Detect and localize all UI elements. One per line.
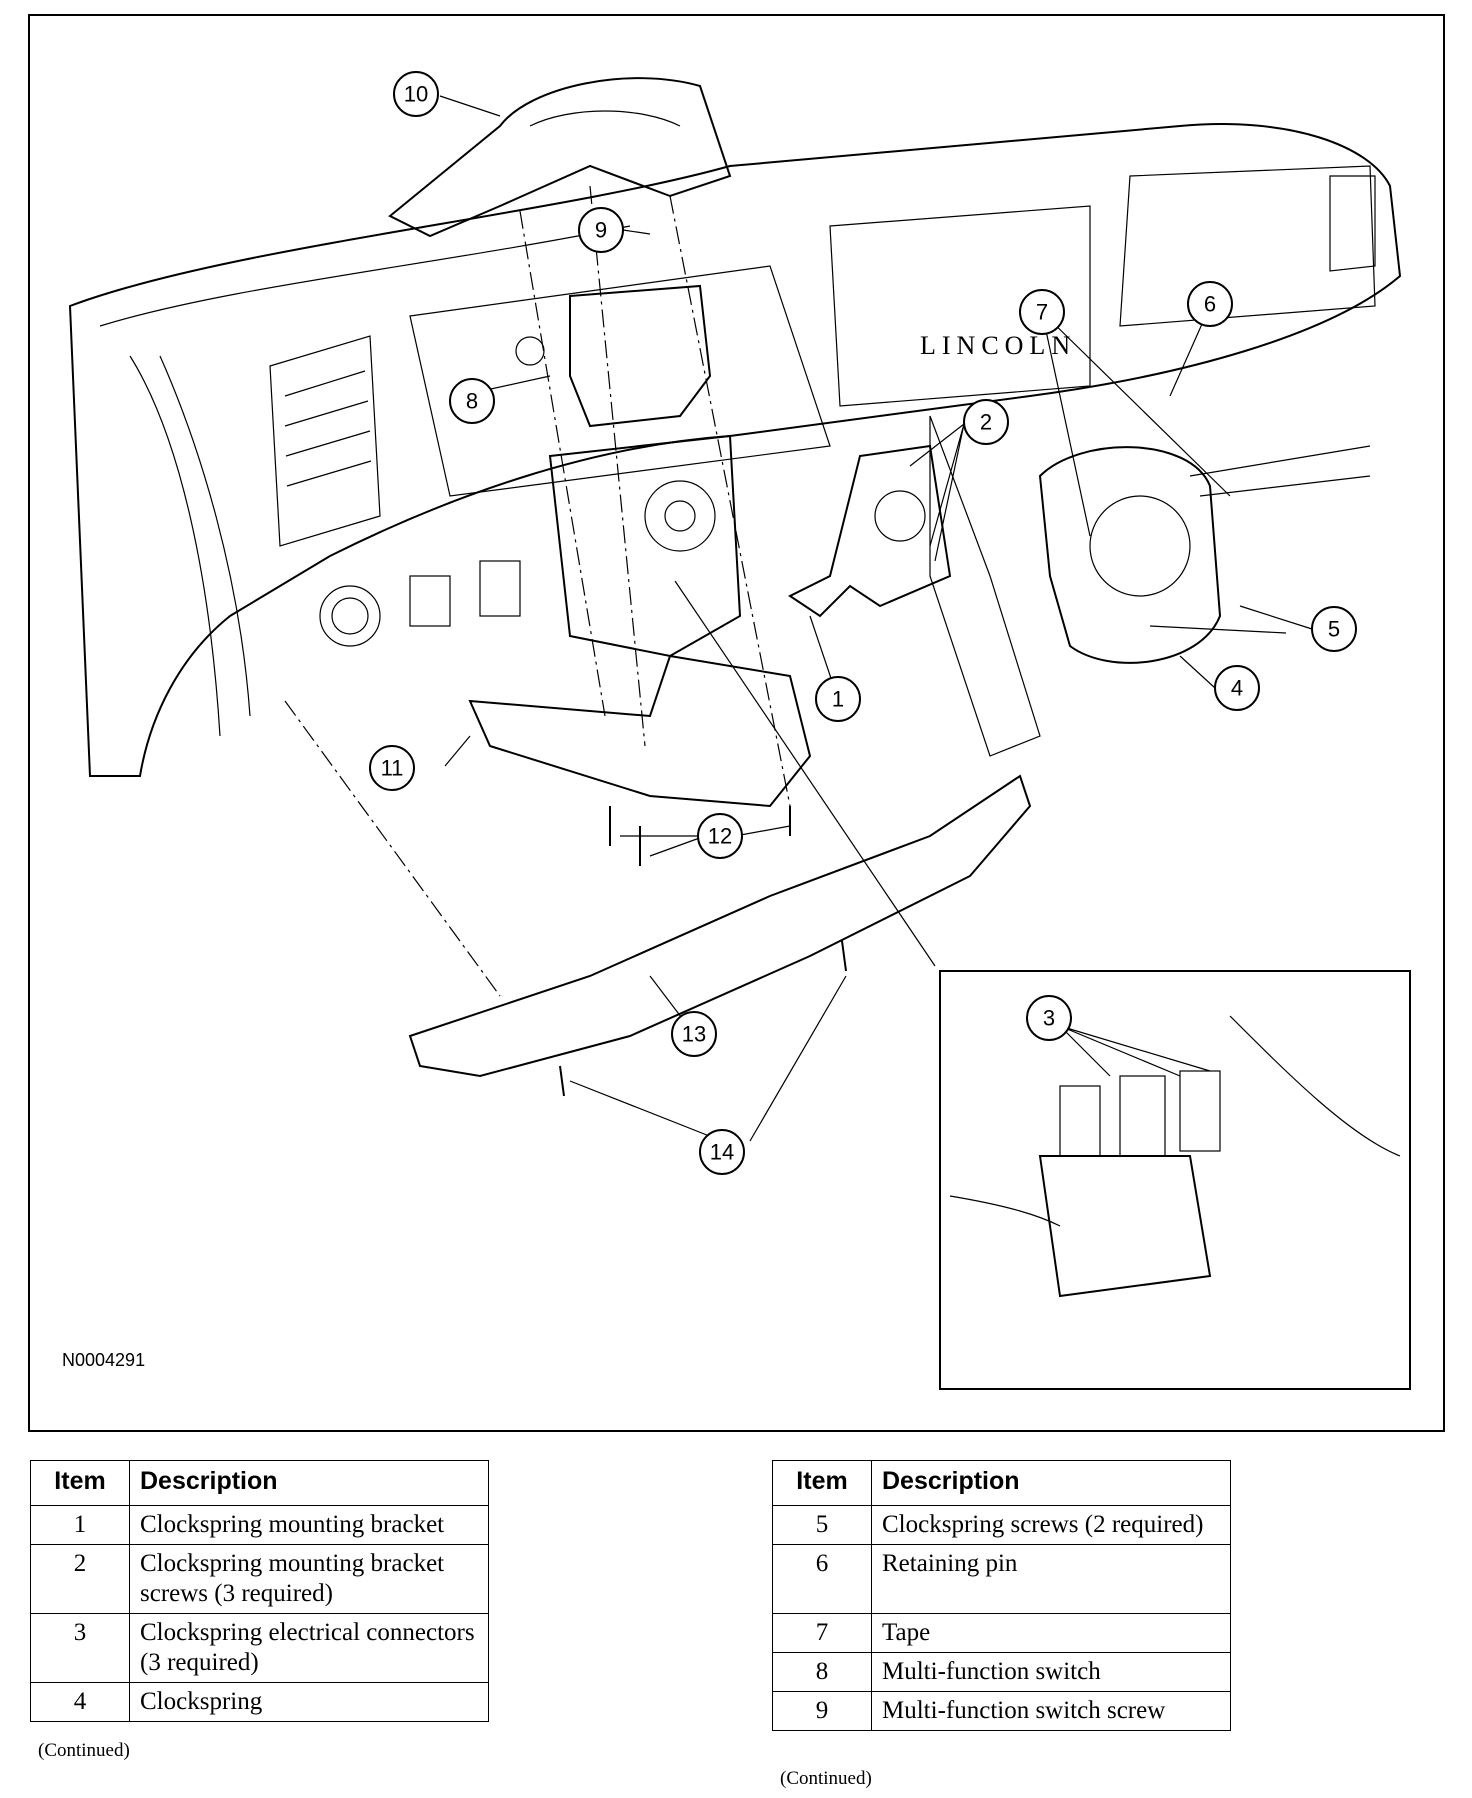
svg-text:1: 1 bbox=[832, 687, 844, 712]
item-number: 1 bbox=[30, 1505, 130, 1545]
table-row: 7 Tape bbox=[772, 1613, 1231, 1653]
leader-lines bbox=[439, 95, 1313, 1142]
item-description: Multi-function switch screw bbox=[871, 1691, 1231, 1731]
item-number: 6 bbox=[772, 1544, 872, 1614]
svg-text:5: 5 bbox=[1328, 617, 1340, 642]
item-number: 2 bbox=[30, 1544, 130, 1614]
svg-text:3: 3 bbox=[1043, 1006, 1055, 1031]
item-number: 4 bbox=[30, 1682, 130, 1722]
item-description: Multi-function switch bbox=[871, 1652, 1231, 1692]
brand-lettering: LINCOLN bbox=[920, 331, 1076, 360]
table-row: 9 Multi-function switch screw bbox=[772, 1691, 1231, 1731]
svg-text:9: 9 bbox=[595, 218, 607, 243]
clockspring-mounting-bracket bbox=[788, 444, 952, 618]
svg-text:4: 4 bbox=[1231, 676, 1243, 701]
knee-bolster-panel bbox=[408, 774, 1032, 1078]
header-description: Description bbox=[871, 1460, 1231, 1506]
callout-11: 11 bbox=[369, 745, 415, 791]
continued-note-right: (Continued) bbox=[780, 1768, 872, 1789]
table-row: 8 Multi-function switch bbox=[772, 1652, 1231, 1692]
table-row: 5 Clockspring screws (2 required) bbox=[772, 1505, 1231, 1545]
item-description: Retaining pin bbox=[871, 1544, 1231, 1614]
callout-8: 8 bbox=[449, 378, 495, 424]
lower-column-shroud bbox=[468, 654, 812, 808]
exploded-view-illustration: LINCOLN bbox=[62, 71, 1411, 1390]
exploded-guide-lines bbox=[284, 185, 936, 997]
table-row: 4 Clockspring bbox=[30, 1682, 489, 1722]
callout-5: 5 bbox=[1311, 606, 1357, 652]
item-number: 9 bbox=[772, 1691, 872, 1731]
callout-13: 13 bbox=[671, 1011, 717, 1057]
multi-function-switch bbox=[515, 284, 712, 428]
table-row: 3 Clockspring electrical connectors (3 r… bbox=[30, 1613, 489, 1683]
table-row: 6 Retaining pin bbox=[772, 1544, 1231, 1614]
screws bbox=[559, 806, 847, 1097]
item-number: 3 bbox=[30, 1613, 130, 1683]
connector-detail-inset bbox=[939, 970, 1411, 1390]
callout-3: 3 bbox=[1026, 995, 1072, 1041]
callout-7: 7 bbox=[1019, 289, 1065, 335]
header-item: Item bbox=[30, 1460, 130, 1506]
header-item: Item bbox=[772, 1460, 872, 1506]
callout-4: 4 bbox=[1214, 665, 1260, 711]
item-description: Clockspring bbox=[129, 1682, 489, 1722]
callout-12: 12 bbox=[697, 813, 743, 859]
item-description: Tape bbox=[871, 1613, 1231, 1653]
svg-text:14: 14 bbox=[710, 1140, 734, 1165]
table-row: 2 Clockspring mounting bracket screws (3… bbox=[30, 1544, 489, 1614]
callout-1: 1 bbox=[815, 676, 861, 722]
callout-9: 9 bbox=[578, 207, 624, 253]
callout-2: 2 bbox=[963, 399, 1009, 445]
callout-14: 14 bbox=[699, 1129, 745, 1175]
svg-text:10: 10 bbox=[404, 82, 428, 107]
svg-text:2: 2 bbox=[980, 410, 992, 435]
header-description: Description bbox=[129, 1460, 489, 1506]
svg-text:7: 7 bbox=[1036, 300, 1048, 325]
callouts: 10 9 8 7 6 2 5 4 1 11 12 13 14 3 bbox=[369, 71, 1357, 1175]
legend-table-right: Item Description 5 Clockspring screws (2… bbox=[772, 1460, 1231, 1731]
svg-text:13: 13 bbox=[682, 1022, 706, 1047]
svg-text:8: 8 bbox=[466, 389, 478, 414]
upper-column-shroud bbox=[388, 77, 732, 238]
table-row: 1 Clockspring mounting bracket bbox=[30, 1505, 489, 1545]
legend-header-row: Item Description bbox=[772, 1460, 1231, 1506]
callout-6: 6 bbox=[1187, 281, 1233, 327]
legend-table-left: Item Description 1 Clockspring mounting … bbox=[30, 1460, 489, 1722]
item-number: 8 bbox=[772, 1652, 872, 1692]
item-description: Clockspring mounting bracket bbox=[129, 1505, 489, 1545]
instrument-panel: LINCOLN bbox=[68, 123, 1402, 777]
item-description: Clockspring screws (2 required) bbox=[871, 1505, 1231, 1545]
svg-text:6: 6 bbox=[1204, 292, 1216, 317]
item-number: 5 bbox=[772, 1505, 872, 1545]
svg-text:11: 11 bbox=[381, 756, 404, 781]
steering-column bbox=[548, 434, 742, 658]
figure-id-label: N0004291 bbox=[62, 1350, 145, 1370]
callout-10: 10 bbox=[393, 71, 439, 117]
item-description: Clockspring mounting bracket screws (3 r… bbox=[129, 1544, 489, 1614]
legend-header-row: Item Description bbox=[30, 1460, 489, 1506]
item-number: 7 bbox=[772, 1613, 872, 1653]
exploded-view-figure: LINCOLN bbox=[28, 14, 1445, 1432]
item-description: Clockspring electrical connectors (3 req… bbox=[129, 1613, 489, 1683]
continued-note-left: (Continued) bbox=[38, 1740, 130, 1761]
svg-text:12: 12 bbox=[708, 824, 732, 849]
clockspring bbox=[1038, 445, 1371, 664]
